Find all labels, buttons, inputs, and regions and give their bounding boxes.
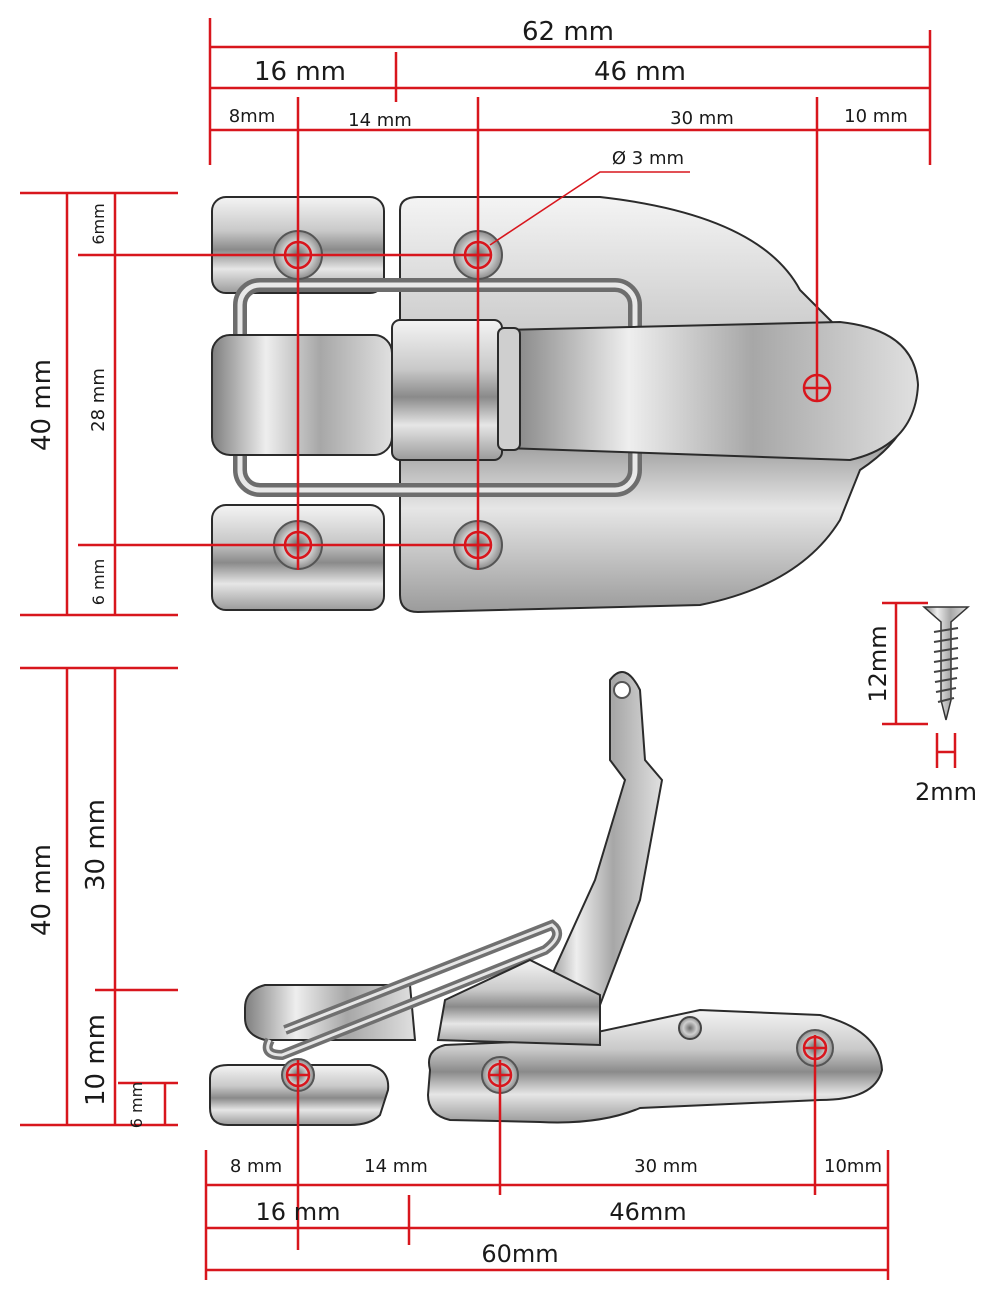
side-height-lower-label: 10 mm — [81, 1014, 111, 1106]
top-hole-diameter-label: Ø 3 mm — [612, 148, 684, 169]
top-height-middle-label: 28 mm — [88, 368, 109, 432]
side-overall-width-label: 60mm — [481, 1240, 558, 1268]
side-group-left-label: 16 mm — [256, 1198, 341, 1226]
latch-top-view — [211, 196, 920, 614]
screw-diameter-label: 2mm — [915, 778, 977, 806]
side-height-total-label: 40 mm — [27, 844, 57, 936]
side-raised-lever — [538, 671, 664, 1042]
side-height-base-label: 6 mm — [127, 1082, 146, 1128]
screw-detail: 12mm 2mm — [864, 601, 977, 806]
side-seg1-label: 8 mm — [230, 1156, 282, 1177]
top-seg1-label: 8mm — [229, 106, 276, 127]
side-base-plate — [426, 1008, 884, 1124]
side-group-right-label: 46mm — [609, 1198, 686, 1226]
screw-icon — [922, 606, 970, 721]
screw-length-label: 12mm — [864, 625, 892, 702]
side-seg3-label: 30 mm — [634, 1156, 698, 1177]
side-seg2-label: 14 mm — [364, 1156, 428, 1177]
latch-side-view — [209, 671, 884, 1126]
side-seg4-label: 10mm — [824, 1156, 882, 1177]
side-height-upper-label: 30 mm — [81, 799, 111, 891]
top-height-total-label: 40 mm — [27, 359, 57, 451]
top-seg4-label: 10 mm — [844, 106, 908, 127]
top-dimensions: 62 mm 16 mm 46 mm 8mm 14 mm 30 mm 10 mm … — [20, 17, 932, 617]
top-overall-width-label: 62 mm — [522, 17, 614, 47]
side-dimensions: 40 mm 30 mm 10 mm 6 mm 8 mm 14 mm 30 mm … — [20, 666, 890, 1280]
side-hole-targets — [285, 1035, 828, 1088]
top-lever — [504, 320, 920, 462]
top-hole-targets — [283, 240, 832, 560]
top-height-bottom-label: 6 mm — [89, 559, 108, 605]
top-group-left-label: 16 mm — [254, 57, 346, 87]
top-seg3-label: 30 mm — [670, 108, 734, 129]
top-group-right-label: 46 mm — [594, 57, 686, 87]
top-hook-block — [211, 334, 393, 456]
top-height-top-label: 6mm — [89, 203, 108, 244]
top-seg2-label: 14 mm — [348, 110, 412, 131]
